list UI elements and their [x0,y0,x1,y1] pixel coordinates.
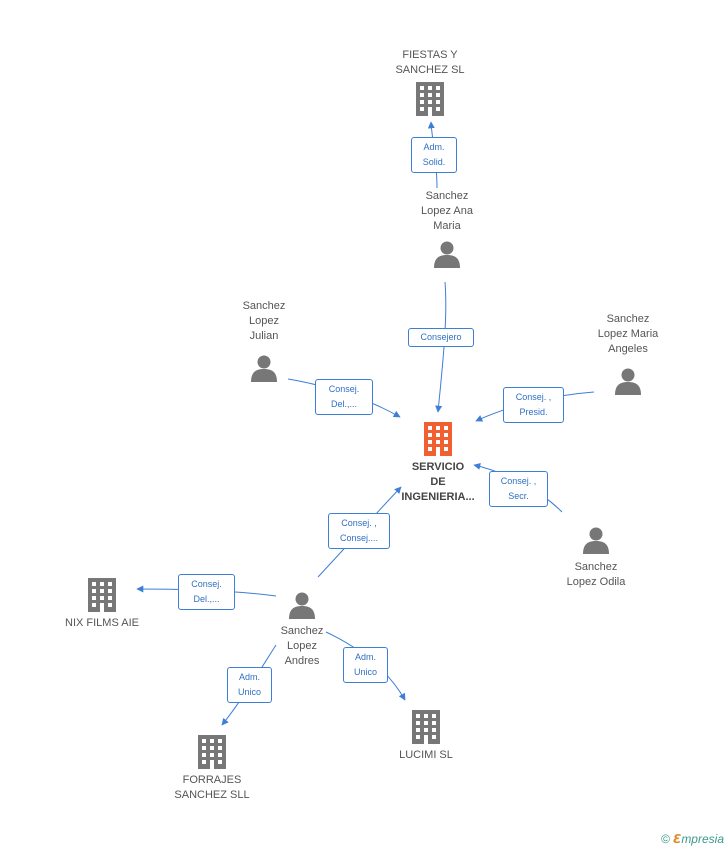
node-sanchez-lopez-ana-maria[interactable]: Sanchez Lopez Ana Maria [397,189,497,268]
edge-ana-servicio [435,281,447,413]
relation-consejero[interactable]: Consejero [408,328,474,347]
person-icon [615,368,641,395]
building-icon [416,82,444,116]
node-label: LUCIMI SL [399,749,453,761]
node-label: Sanchez Lopez Andres [280,625,324,667]
node-fiestas-y-sanchez[interactable]: FIESTAS Y SANCHEZ SL [380,48,480,116]
node-nix-films-aie[interactable]: NIX FILMS AIE [50,578,154,631]
node-forrajes-sanchez[interactable]: FORRAJES SANCHEZ SLL [160,735,264,803]
node-sanchez-lopez-andres[interactable]: Sanchez Lopez Andres [250,591,354,669]
relation-consej-del-nix[interactable]: Consej. Del.,... [178,574,235,610]
relation-consej-secr[interactable]: Consej. , Secr. [489,471,548,507]
node-servicio-de-ingenieria[interactable]: SERVICIO DE INGENIERIA... [386,422,490,505]
relation-consej-consej[interactable]: Consej. , Consej.... [328,513,390,549]
building-icon [88,578,116,612]
empresia-logo: ©ℇmpresia [661,832,724,846]
brand-e-mark: ℇ [672,832,682,846]
person-icon [289,592,315,619]
person-icon [434,241,460,268]
node-label: NIX FILMS AIE [65,617,139,629]
node-label: Sanchez Lopez Maria Angeles [597,313,659,355]
node-label: Sanchez Lopez Julian [242,300,286,342]
building-icon [198,735,226,769]
building-icon [424,422,452,456]
relation-consej-del-julian[interactable]: Consej. Del.,... [315,379,373,415]
node-label: FORRAJES SANCHEZ SLL [174,774,250,801]
relation-consej-presid[interactable]: Consej. , Presid. [503,387,564,423]
relation-adm-unico-forrajes[interactable]: Adm. Unico [227,667,272,703]
node-label: SERVICIO DE INGENIERIA... [401,461,475,503]
node-sanchez-lopez-maria-angeles[interactable]: Sanchez Lopez Maria Angeles [576,312,680,395]
relation-adm-solid[interactable]: Adm. Solid. [411,137,457,173]
node-label: Sanchez Lopez Odila [566,561,626,588]
relation-adm-unico-lucimi[interactable]: Adm. Unico [343,647,388,683]
node-label: Sanchez Lopez Ana Maria [421,190,473,232]
person-icon [583,527,609,554]
node-sanchez-lopez-julian[interactable]: Sanchez Lopez Julian [214,299,314,382]
building-icon [412,710,440,744]
node-lucimi-sl[interactable]: LUCIMI SL [374,710,478,763]
node-sanchez-lopez-odila[interactable]: Sanchez Lopez Odila [544,526,648,590]
brand-name: mpresia [681,832,724,846]
person-icon [251,355,277,382]
node-label: FIESTAS Y SANCHEZ SL [395,49,465,76]
copyright-symbol: © [661,832,670,846]
